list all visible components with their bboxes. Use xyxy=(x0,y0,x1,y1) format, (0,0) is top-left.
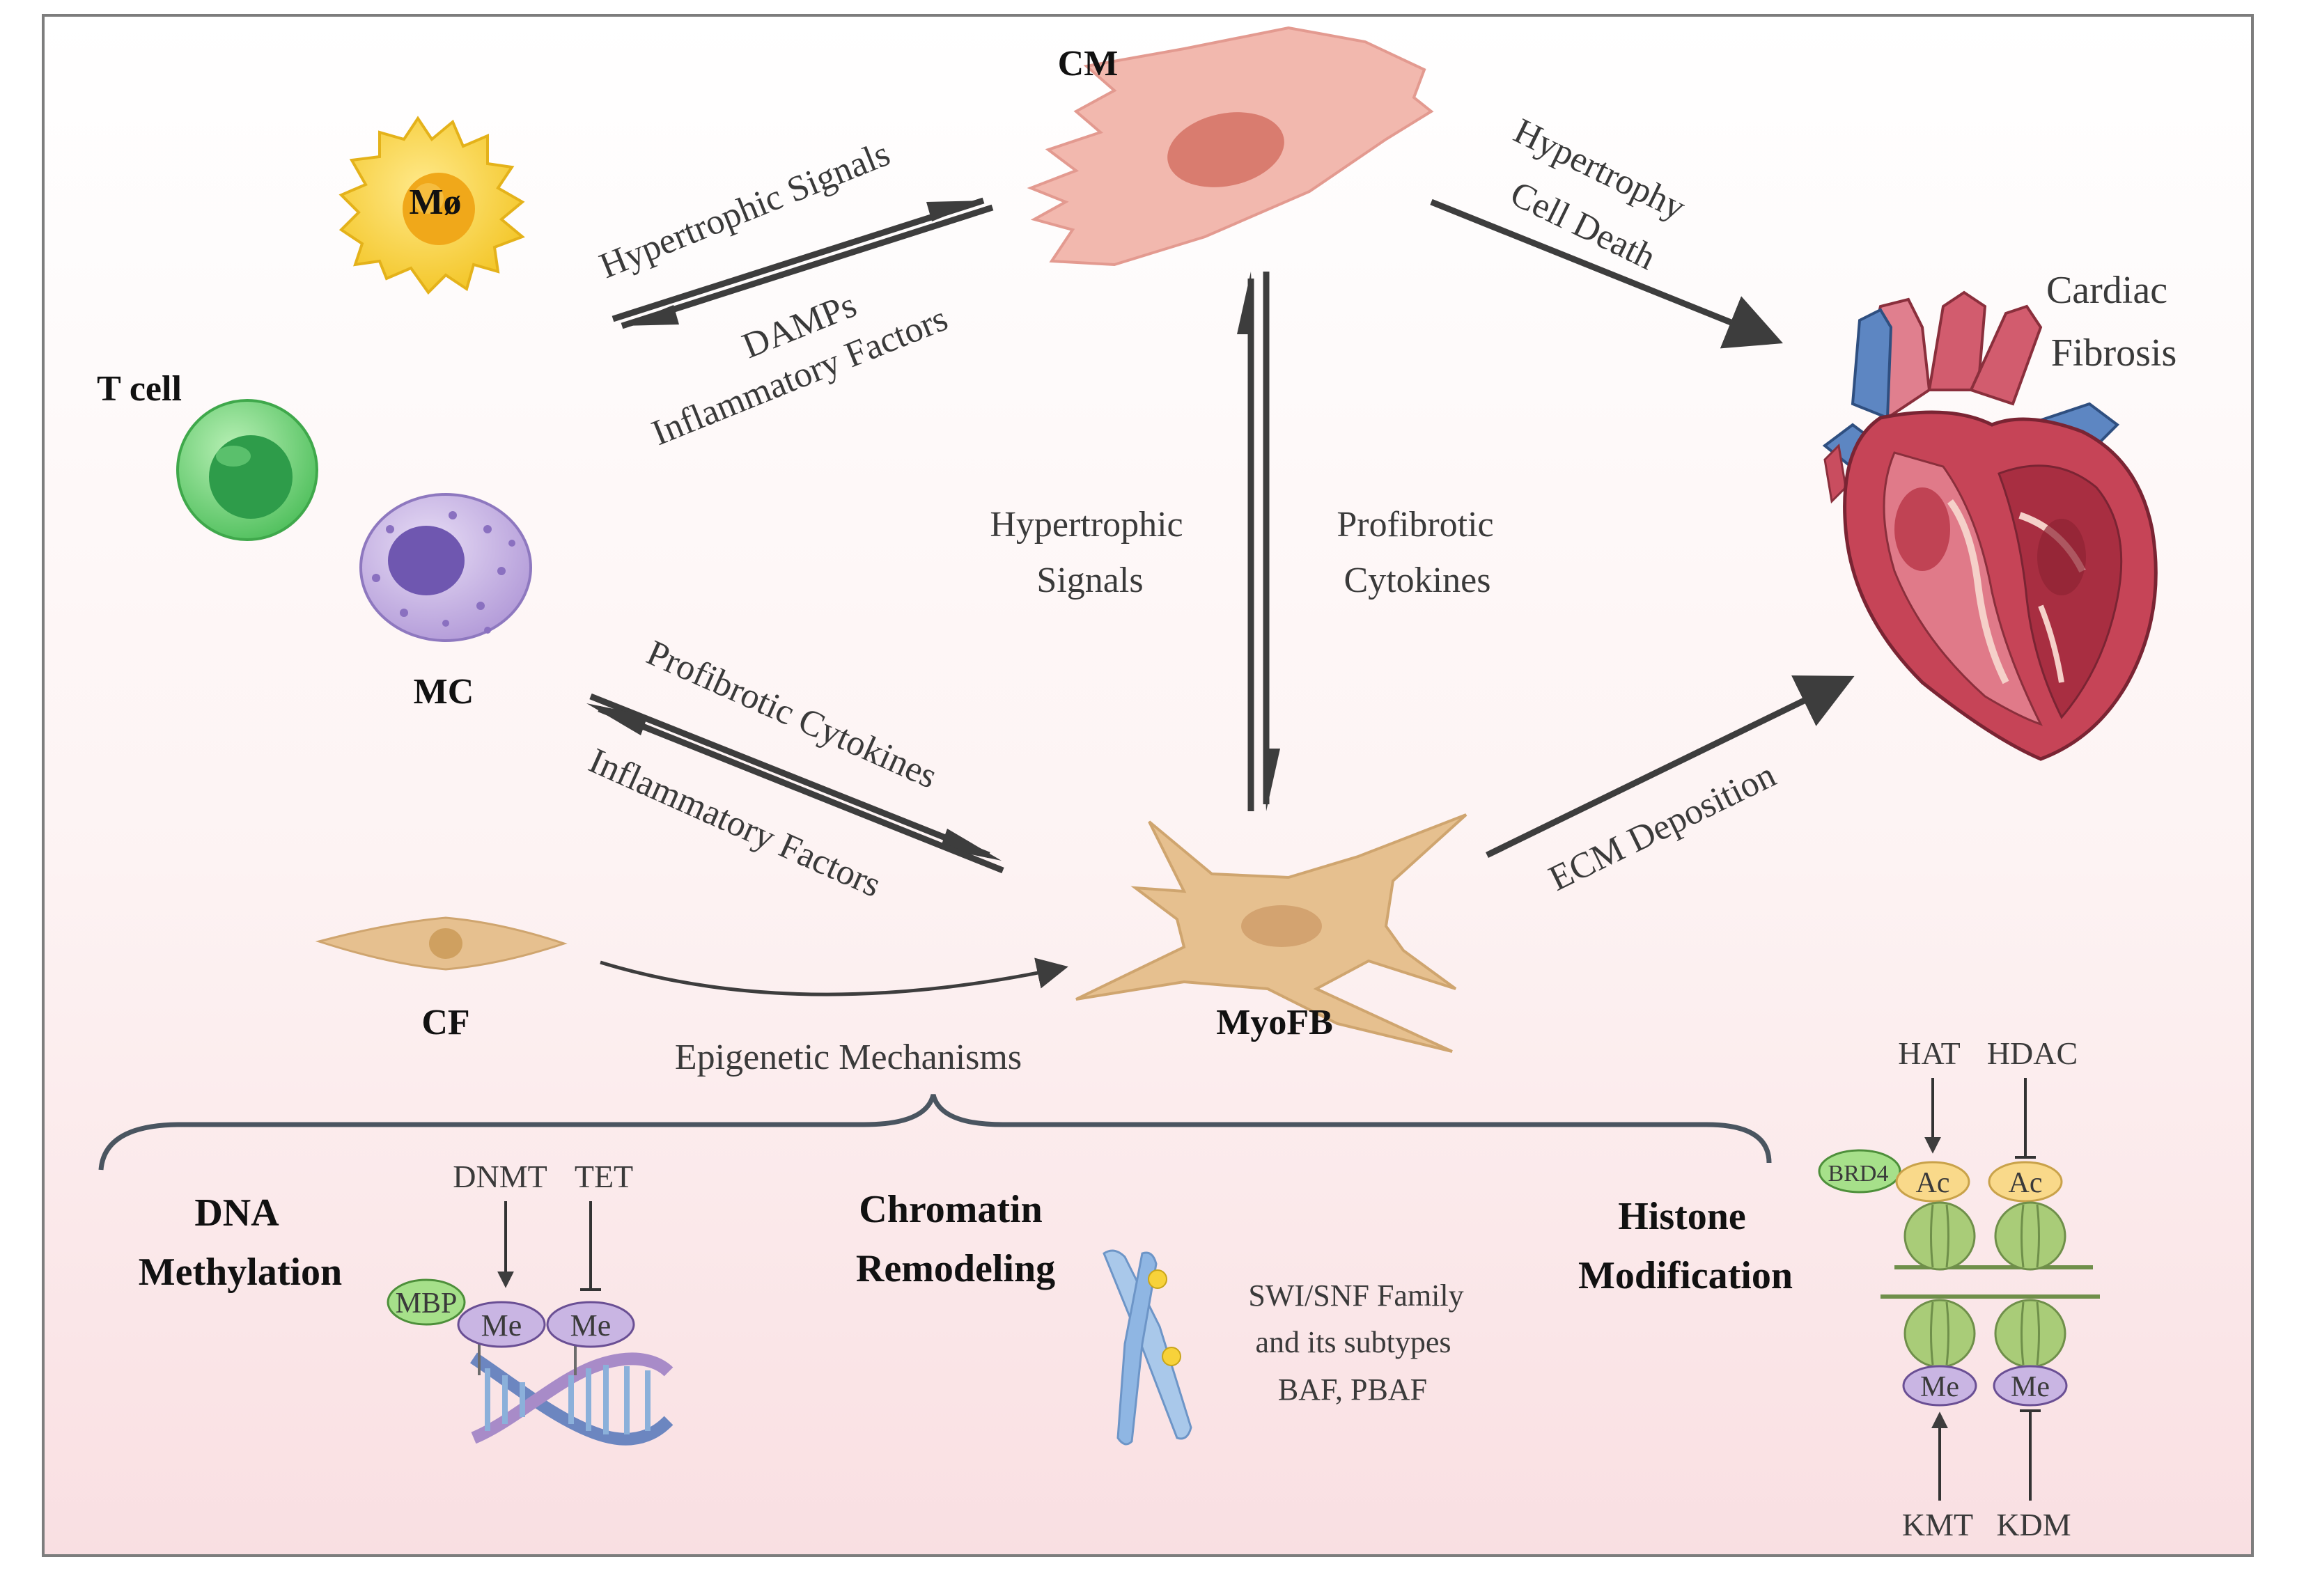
kdm-label: KDM xyxy=(1996,1507,2071,1542)
mast-cell xyxy=(359,493,532,642)
methyl-badge-1 xyxy=(457,1301,546,1348)
histone-methyl-badge-1 xyxy=(1902,1365,1977,1407)
cm-label: CM xyxy=(1058,44,1119,84)
histone-methyl-label-1: Me xyxy=(1920,1371,1959,1403)
label-profibrotic-mid-2: Cytokines xyxy=(1344,561,1491,600)
myofibroblast-cell xyxy=(1075,813,1467,1053)
t-cell-label: T cell xyxy=(97,369,182,409)
methyl-label-1: Me xyxy=(481,1308,522,1343)
acetyl-badge-1 xyxy=(1895,1161,1970,1203)
cardiac-fibroblast-cell xyxy=(315,916,568,971)
t-cell xyxy=(176,399,318,541)
mbp-badge xyxy=(387,1278,466,1326)
chromatin-title-2: Remodeling xyxy=(856,1247,1055,1290)
acetyl-label-1: Ac xyxy=(1916,1167,1950,1199)
chromosome-icon xyxy=(1103,1249,1192,1446)
cm-myofb-arrows xyxy=(1237,272,1280,811)
chromatin-line-3: BAF, PBAF xyxy=(1278,1372,1427,1407)
cardiomyocyte-cell xyxy=(1027,26,1434,267)
chromatin-title-1: Chromatin xyxy=(859,1188,1042,1231)
brd4-label: BRD4 xyxy=(1828,1161,1889,1187)
arrow-to-immune xyxy=(621,204,994,329)
macrophage-cell xyxy=(338,116,525,295)
hat-label: HAT xyxy=(1898,1035,1960,1071)
label-hypertrophic-mid-2: Signals xyxy=(1036,561,1143,600)
chromatin-line-1: SWI/SNF Family xyxy=(1248,1278,1463,1313)
nucleosome-icon xyxy=(1881,1201,2100,1368)
methyl-label-2: Me xyxy=(570,1308,612,1343)
methyl-badge-2 xyxy=(546,1301,635,1348)
arrow-to-cm xyxy=(612,197,985,322)
histone-methyl-badge-2 xyxy=(1993,1365,2068,1407)
acetyl-badge-2 xyxy=(1988,1161,2063,1203)
label-epigenetic: Epigenetic Mechanisms xyxy=(675,1038,1022,1077)
mast-cell-label: MC xyxy=(414,672,474,712)
brd4-badge xyxy=(1818,1149,1901,1194)
immune-cm-arrows xyxy=(612,197,994,329)
arrow-cm-to-heart xyxy=(1430,198,1784,349)
label-profibrotic-mid-1: Profibrotic xyxy=(1337,505,1493,545)
kmt-label: KMT xyxy=(1902,1507,1973,1542)
dna-title-2: Methylation xyxy=(139,1251,342,1294)
chromatin-line-2: and its subtypes xyxy=(1255,1325,1451,1359)
dna-helix-icon xyxy=(470,1352,673,1446)
myofb-label: MyoFB xyxy=(1216,1003,1333,1042)
heart-illustration xyxy=(1822,290,2158,761)
histone-title-1: Histone xyxy=(1618,1195,1746,1238)
label-hypertrophic-mid-1: Hypertrophic xyxy=(990,505,1183,545)
macrophage-label: Mø xyxy=(409,182,461,222)
acetyl-label-2: Ac xyxy=(2009,1167,2043,1199)
tet-label: TET xyxy=(575,1159,633,1194)
histone-methyl-label-2: Me xyxy=(2011,1371,2050,1403)
epigenetic-brace xyxy=(98,1094,1772,1171)
outcome-line2: Fibrosis xyxy=(2051,331,2177,375)
histone-title-2: Modification xyxy=(1578,1254,1793,1297)
hdac-label: HDAC xyxy=(1987,1035,2078,1071)
mbp-label: MBP xyxy=(396,1288,458,1320)
immune-myofb-arrows xyxy=(586,693,1004,874)
arrow-cf-to-myofb xyxy=(600,957,1068,996)
cf-label: CF xyxy=(421,1003,469,1042)
outcome-line1: Cardiac xyxy=(2046,269,2167,312)
dna-title-1: DNA xyxy=(194,1191,279,1235)
arrow-myofb-to-heart xyxy=(1486,675,1855,859)
dnmt-label: DNMT xyxy=(453,1159,547,1194)
